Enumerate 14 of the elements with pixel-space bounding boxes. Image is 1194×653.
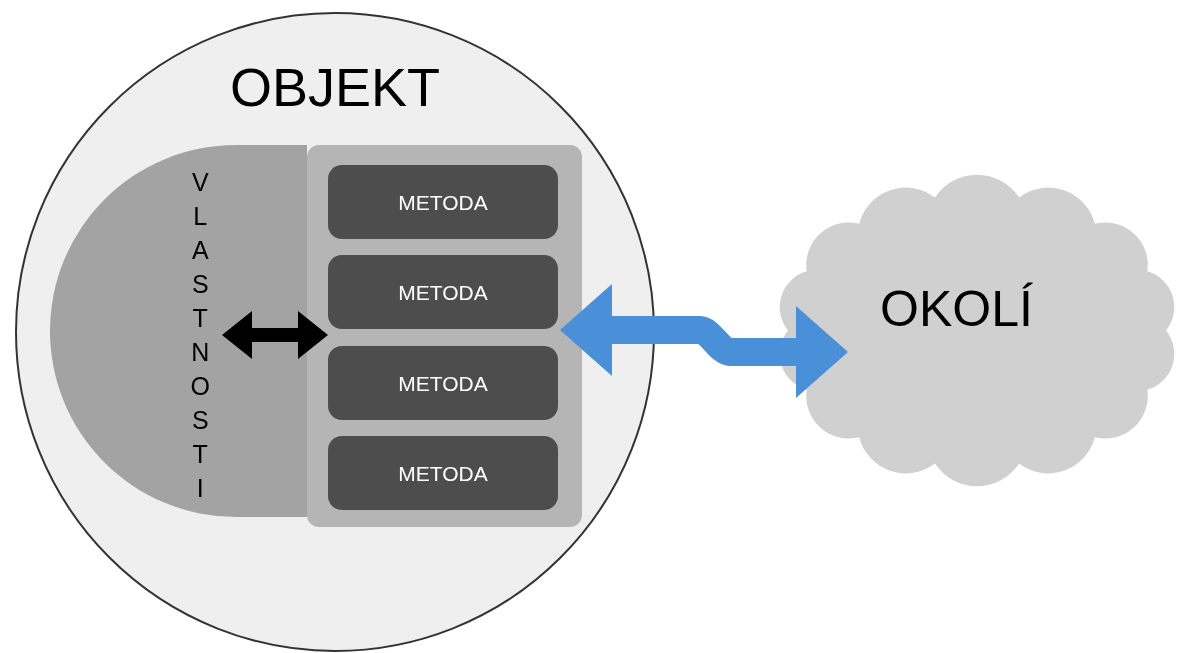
method-label: METODA bbox=[397, 281, 489, 305]
environment-label: OKOLÍ bbox=[880, 280, 1033, 338]
method-box bbox=[328, 346, 558, 420]
method-box bbox=[328, 436, 558, 510]
double-arrow bbox=[560, 284, 848, 398]
object-title: OBJEKT bbox=[228, 56, 441, 118]
double-arrow bbox=[222, 311, 328, 359]
method-label: METODA bbox=[397, 191, 489, 215]
method-box bbox=[328, 165, 558, 239]
method-label: METODA bbox=[397, 372, 489, 396]
method-box bbox=[328, 255, 558, 329]
method-label: METODA bbox=[397, 462, 489, 486]
properties-label: VLASTNOSTI bbox=[190, 167, 211, 504]
methods-panel bbox=[307, 145, 582, 527]
